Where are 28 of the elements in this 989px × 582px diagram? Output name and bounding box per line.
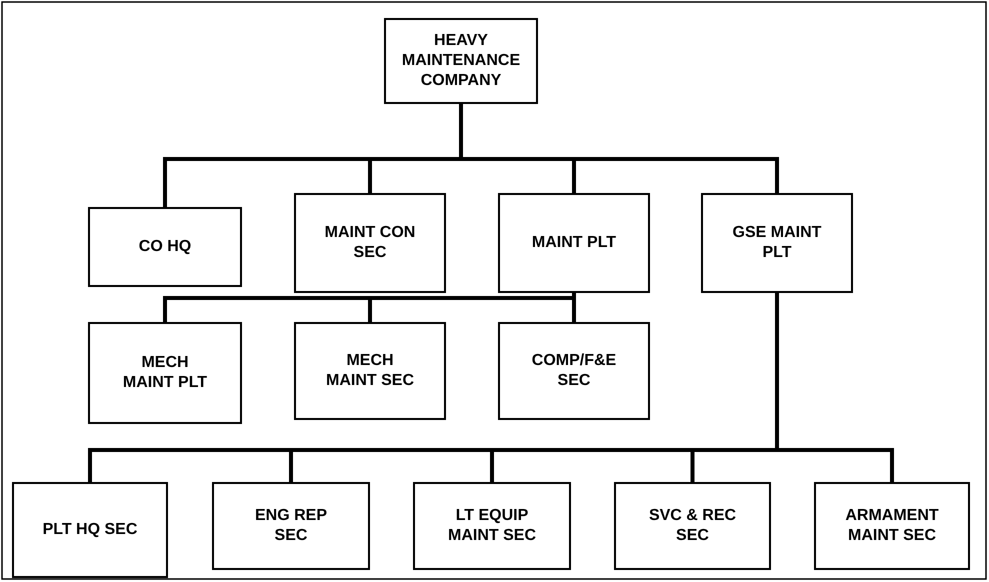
org-box	[212, 482, 370, 570]
org-box	[88, 207, 242, 287]
connector-line	[459, 104, 779, 193]
org-box	[614, 482, 771, 570]
unit-name: LT EQUIP MAINT SEC	[447, 506, 537, 546]
unit-name: MAINT PLT	[532, 233, 616, 253]
unit-name: GSE MAINT PLT	[732, 223, 822, 263]
unit-name: COMP/F&E SEC	[530, 351, 618, 391]
unit-name: HEAVY MAINTENANCE COMPANY	[402, 31, 520, 91]
unit-name: SVC & REC SEC	[648, 506, 738, 546]
org-box	[701, 193, 853, 293]
connector-line	[775, 293, 894, 482]
org-box	[88, 322, 242, 424]
org-box	[12, 482, 168, 578]
org-box	[498, 193, 650, 293]
org-box	[814, 482, 970, 570]
unit-name: CO HQ	[138, 237, 192, 257]
unit-name: MAINT CON SEC	[324, 223, 416, 263]
org-box	[294, 193, 446, 293]
org-box	[498, 322, 650, 420]
unit-name: ENG REP SEC	[254, 506, 328, 546]
unit-name: PLT HQ SEC	[42, 520, 138, 540]
unit-name: ARMAMENT MAINT SEC	[844, 506, 940, 546]
org-box	[384, 18, 538, 104]
unit-name: MECH MAINT PLT	[122, 353, 208, 393]
org-box	[413, 482, 571, 570]
unit-name: MECH MAINT SEC	[325, 351, 415, 391]
org-box	[294, 322, 446, 420]
